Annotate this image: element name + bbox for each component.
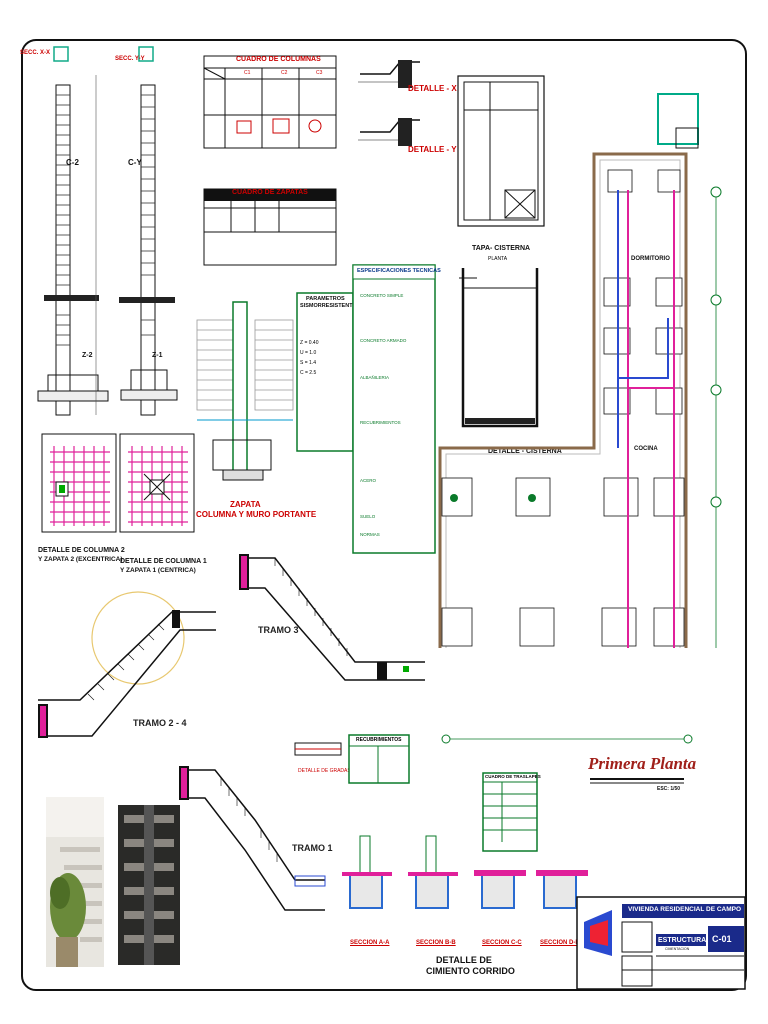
spec-item-7: NORMAS [360, 532, 380, 537]
spec-item-6: SUELO [360, 514, 376, 519]
stairs-tramo-1 [179, 766, 326, 911]
room-label-cocina: COCINA [634, 446, 658, 452]
especificaciones-box [352, 264, 436, 554]
stair-photo-2 [118, 805, 180, 965]
detalle-x-label: DETALLE - X [408, 84, 457, 93]
footing-label-right: Z-1 [152, 352, 163, 359]
recubrimientos-title: RECUBRIMIENTOS [356, 737, 402, 743]
stair-photo-1 [46, 797, 104, 967]
cuadro-traslapes-box [482, 772, 538, 852]
sheet-subtitle: CIMENTACION [665, 947, 690, 951]
tramo-3-label: TRAMO 3 [258, 625, 299, 635]
zapata-title-1: ZAPATA [230, 500, 261, 509]
spec-item-5: ACERO [360, 478, 377, 483]
section-d-label: SECCION D-D [540, 940, 580, 946]
spec-item-3: ALBAÑILERIA [360, 375, 390, 380]
specialty-name: ESTRUCTURA [658, 937, 707, 944]
cuadro-zapatas-title: CUADRO DE ZAPATAS [232, 189, 308, 196]
parametros-title-2: SISMORRESISTENTES [300, 303, 360, 309]
section-b-label: SECCION B-B [416, 940, 456, 946]
tapa-planta-label: PLANTA [488, 256, 508, 262]
detail-right-title-1: DETALLE DE COLUMNA 1 [120, 558, 207, 565]
detail-left-title-1: DETALLE DE COLUMNA 2 [38, 547, 125, 554]
parametros-value-c: C = 2.5 [300, 370, 317, 376]
footing-plan-z1 [119, 433, 195, 533]
footing-label-left: Z-2 [82, 352, 93, 359]
footing-plan-z2 [41, 433, 117, 533]
tramo-1-label: TRAMO 1 [292, 843, 333, 853]
room-label-dormitorio: DORMITORIO [631, 256, 670, 262]
detalle-gradas-drawing [294, 742, 342, 756]
stairs-tramo-3 [239, 554, 425, 681]
tramo-24-label: TRAMO 2 - 4 [133, 718, 187, 728]
cimiento-sections [342, 835, 588, 909]
parametros-value-u: U = 1.0 [300, 350, 317, 356]
detalle-cisterna-drawing [459, 268, 539, 428]
cuadro-columnas-header-c2: C2 [281, 70, 288, 76]
stairs-tramo-24 [38, 591, 216, 738]
section-label-right: SECC. Y-Y [115, 56, 145, 62]
detalle-gradas-label: DETALLE DE GRADAS [298, 768, 351, 774]
cimiento-title-2: CIMIENTO CORRIDO [426, 966, 515, 976]
zapata-muro-drawing [196, 301, 294, 481]
detail-right-title-2: Y ZAPATA 1 (CENTRICA) [120, 567, 196, 574]
section-c-label: SECCION C-C [482, 940, 522, 946]
parametros-value-s: S = 1.4 [300, 360, 316, 366]
cuadro-zapatas-table [203, 188, 337, 266]
cimiento-title-1: DETALLE DE [436, 955, 492, 965]
recubrimientos-box [348, 734, 410, 784]
cuadro-columnas-header-c1: C1 [244, 70, 251, 76]
detalle-cisterna-label: DETALLE - CISTERNA [488, 448, 562, 455]
tapa-cisterna-drawing [457, 75, 545, 227]
spec-item-4: RECUBRIMIENTOS [360, 420, 401, 425]
parametros-title-1: PARAMETROS [306, 296, 345, 302]
tapa-cisterna-label: TAPA- CISTERNA [472, 245, 531, 252]
column-label-left: C-2 [66, 158, 79, 167]
title-block [576, 896, 746, 990]
spec-item-1: CONCRETO SIMPLE [360, 293, 404, 298]
cuadro-columnas-header-c3: C3 [316, 70, 323, 76]
detail-left-title-2: Y ZAPATA 2 (EXCENTRICA) [38, 556, 123, 563]
plan-title: Primera Planta [588, 754, 697, 773]
especificaciones-title: ESPECIFICACIONES TECNICAS [357, 268, 441, 274]
sheet-code: C-01 [712, 934, 732, 944]
plan-title-underline [590, 778, 684, 784]
zapata-title-2: COLUMNA Y MURO PORTANTE [196, 510, 317, 519]
project-name: VIVIENDA RESIDENCIAL DE CAMPO [628, 906, 742, 913]
spec-item-2: CONCRETO ARMADO [360, 338, 407, 343]
cuadro-traslapes-title: CUADRO DE TRASLAPES [485, 774, 541, 779]
plan-scale: ESC: 1/50 [657, 786, 681, 792]
section-label-left: SECC. X-X [20, 50, 51, 56]
column-label-right: C-Y [128, 158, 142, 167]
parametros-value-z: Z = 0.40 [300, 340, 319, 346]
cuadro-columnas-table [203, 55, 337, 149]
column-elevation-left [37, 46, 109, 416]
detalle-y-label: DETALLE - Y [408, 145, 457, 154]
column-elevation-right [119, 46, 178, 416]
cuadro-columnas-title: CUADRO DE COLUMNAS [236, 56, 321, 63]
floor-plan [438, 93, 722, 648]
detalle-x-drawing [358, 60, 420, 146]
section-a-label: SECCION A-A [350, 940, 390, 946]
parametros-box [296, 292, 354, 452]
bottom-axis [441, 734, 693, 744]
